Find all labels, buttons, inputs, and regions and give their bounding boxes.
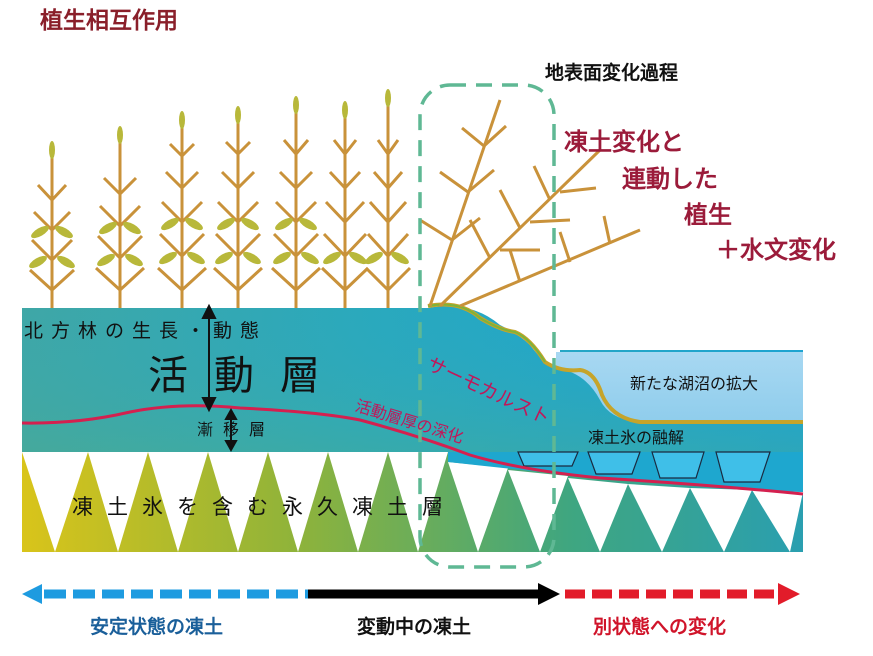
- other-state-label: 別状態への変化: [593, 616, 727, 638]
- new-lake-label: 新たな湖沼の拡大: [630, 374, 759, 393]
- active-layer-depth-arrow: [201, 303, 217, 413]
- boreal-forest-label: 北方林の生長・動態: [24, 320, 268, 342]
- active-layer-boundary: [21, 404, 804, 496]
- new-lake: [556, 352, 803, 422]
- stable-permafrost-label: 安定状態の凍土: [90, 616, 224, 638]
- leaning-tree: [419, 99, 508, 307]
- tree: [212, 115, 264, 308]
- ground-ice-melting-label: 凍土氷の融解: [588, 428, 685, 447]
- permafrost-label: 凍土氷を含む永久凍土層: [72, 495, 457, 519]
- tree-leaves: [29, 89, 409, 269]
- tree: [364, 98, 412, 308]
- leaning-tree: [459, 215, 641, 308]
- melting-ice-blocks: [517, 451, 771, 483]
- boreal-trees: [28, 98, 641, 308]
- changing-permafrost-label: 変動中の凍土: [357, 616, 472, 638]
- surface-process-label: 地表面変化過程: [545, 62, 679, 84]
- other-state-arrow: [565, 583, 800, 605]
- transition-layer-label: 漸移層: [197, 420, 276, 439]
- vegetation-change-line1: 凍土変化と: [564, 128, 684, 156]
- tree: [156, 120, 208, 308]
- ice-wedges: [22, 452, 803, 552]
- leaning-tree: [438, 148, 602, 308]
- tree: [28, 150, 76, 308]
- tree: [270, 105, 322, 308]
- vegetation-change-line3: 植生: [684, 201, 732, 229]
- focus-dashed-box: [418, 83, 556, 569]
- active-layer-label: 活動層: [148, 353, 346, 399]
- changing-arrow: [308, 583, 560, 605]
- transition-layer-arrow: [224, 407, 238, 453]
- vegetation-change-line2: 連動した: [622, 165, 718, 193]
- tree: [320, 110, 370, 308]
- diagram-title: 植生相互作用: [40, 8, 178, 34]
- tree: [94, 135, 146, 308]
- thermokarst-surface-inner: [427, 303, 546, 363]
- stable-arrow: [22, 584, 308, 604]
- vegetation-change-line4: ＋水文変化: [716, 236, 836, 264]
